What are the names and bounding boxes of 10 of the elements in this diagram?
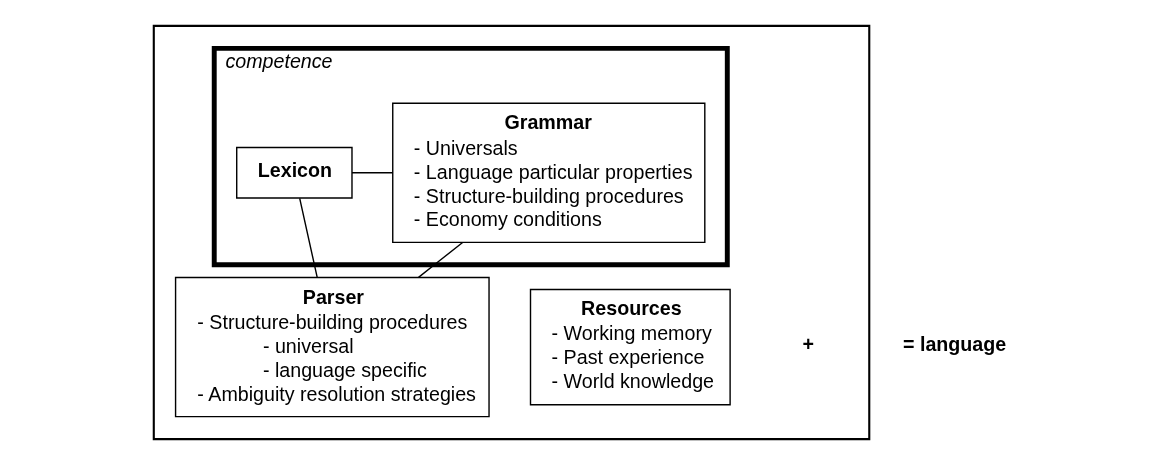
label: + [802, 332, 814, 355]
connector [417, 241, 464, 278]
connector [351, 171, 394, 173]
node-box: Resources - Working memory - Past experience - World knowledge [529, 288, 731, 405]
label: = language [903, 332, 1007, 355]
connector [299, 197, 318, 278]
cluster [152, 24, 871, 440]
node-box: Lexicon [236, 146, 353, 199]
node-box: Grammar - Universals - Language particular properties - Structure-building procedures - Economy conditions [392, 101, 706, 243]
node-box: Parser - Structure-building procedures - universal - language specific - Ambiguity resolution strategies [174, 276, 490, 417]
